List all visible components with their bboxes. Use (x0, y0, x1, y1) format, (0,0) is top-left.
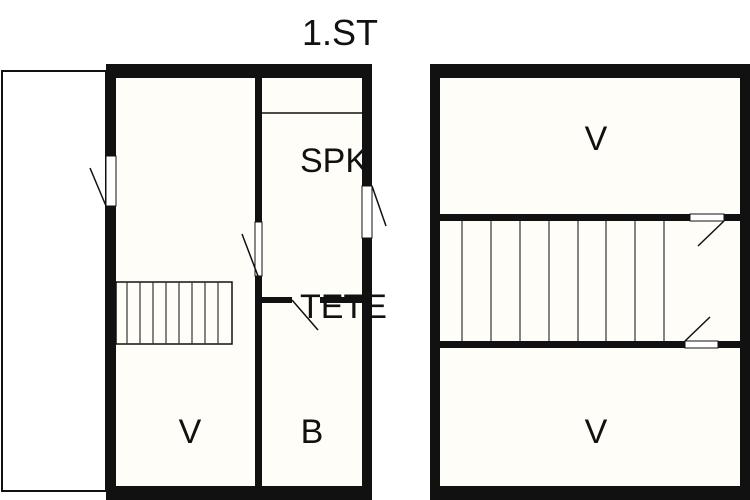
wall-right-mid-lower (440, 341, 685, 348)
wall-partition-right (320, 297, 362, 303)
balcony-area (1, 70, 107, 492)
door-leaf-right (371, 185, 387, 227)
right-unit: V V (430, 64, 750, 500)
room-label-right-top: V (585, 120, 608, 158)
wall-right-east (740, 64, 750, 500)
wall-left-lower (106, 206, 116, 500)
door-leaf-right-lower (684, 316, 711, 342)
wall-interior-lower (255, 276, 262, 486)
door-frame-right (361, 185, 373, 239)
door-frame-right-upper (689, 213, 725, 222)
wall-partition (262, 297, 292, 303)
right-room-fill (262, 78, 364, 486)
room-label-bath: B (301, 413, 324, 451)
room-label-right-bottom: V (585, 413, 608, 451)
wall-interior-upper (255, 78, 262, 222)
room-label-left: V (179, 413, 202, 451)
wall-right-lower (362, 238, 372, 500)
wall-right-mid-upper-end (724, 214, 740, 221)
room-label-closet: SPK (300, 142, 368, 180)
wall-bottom (106, 486, 372, 500)
right-unit-fill (440, 78, 740, 486)
wall-right-mid-lower-end (718, 341, 740, 348)
door-leaf-interior (241, 233, 259, 277)
wall-right-west (430, 64, 440, 500)
left-unit: SPK TETE V B (1, 64, 387, 500)
floor-title: 1.ST (302, 12, 378, 53)
wall-right-top (430, 64, 750, 78)
door-leaf-partition (291, 299, 319, 331)
door-leaf-left (89, 167, 107, 207)
door-frame-right-lower (684, 340, 719, 349)
wall-right-mid-upper (440, 214, 690, 221)
wall-right-bottom (430, 486, 750, 500)
wall-top (106, 64, 372, 78)
stair-right (461, 221, 665, 341)
door-frame-left (105, 155, 117, 207)
door-frame-interior (254, 221, 263, 277)
stair-left (115, 281, 233, 345)
door-leaf-right-upper (697, 220, 725, 247)
wall-left-upper (106, 64, 116, 156)
wall-right-upper (362, 64, 372, 186)
room-label-corridor: TETE (300, 288, 387, 326)
